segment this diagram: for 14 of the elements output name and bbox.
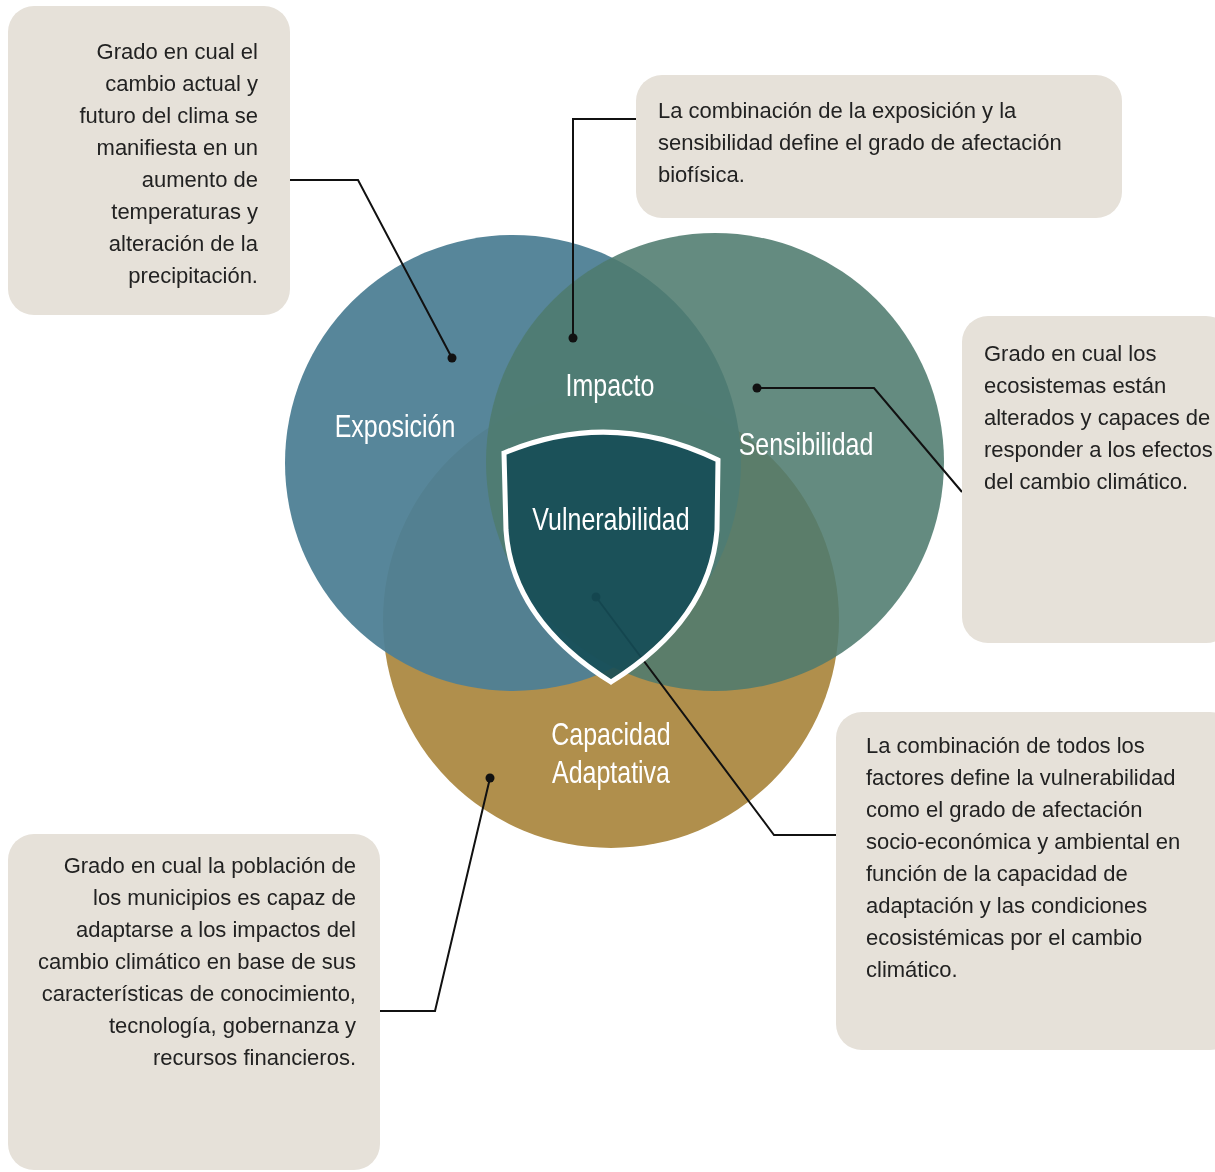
callout-note: La combinación de todos los factores define la vulnerabilidad como el grado de afectación socio-económica y ambiental en función de la capacidad de adaptación y las condiciones ecosistémicas por el cambio climático. <box>836 712 1215 1050</box>
circle-label: Sensibilidad <box>737 425 875 463</box>
leader-line <box>752 383 963 493</box>
region-label: Impacto <box>564 366 656 404</box>
leader-line <box>379 773 495 1012</box>
callout-note: Grado en cual el cambio actual y futuro del clima se manifiesta en un aumento de temperaturas y alteración de la precipitación. <box>8 6 290 315</box>
callout-note: La combinación de la exposición y la sensibilidad define el grado de afectación biofísica. <box>636 75 1122 218</box>
leader-line <box>568 118 637 343</box>
shield-label: Vulnerabilidad <box>531 500 691 538</box>
circle-label: Exposición <box>333 407 457 445</box>
leader-line <box>289 179 457 363</box>
circle-label: Capacidad Adaptativa <box>550 715 672 791</box>
callout-note: Grado en cual la población de los municipios es capaz de adaptarse a los impactos del cambio climático en base de sus características de conocimiento, tecnología, gobernanza y recursos financieros. <box>8 834 380 1170</box>
callout-note: Grado en cual los ecosistemas están alterados y capaces de responder a los efectos del cambio climático. <box>962 316 1215 643</box>
